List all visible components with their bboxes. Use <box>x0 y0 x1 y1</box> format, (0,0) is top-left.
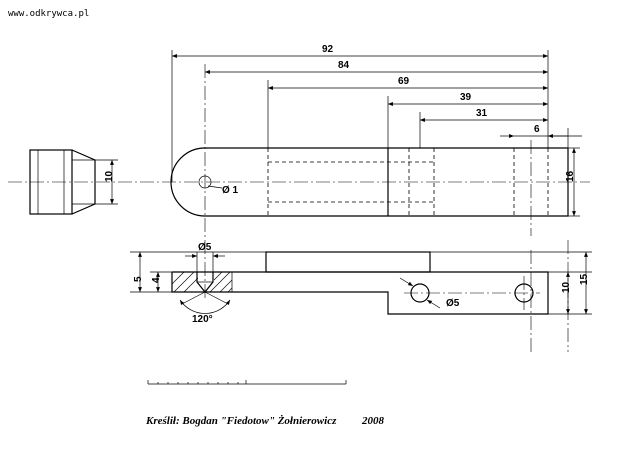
dim-phi1: Ø 1 <box>222 185 239 196</box>
dim-92: 92 <box>322 44 334 55</box>
horizontal-dimensions: 92 84 69 39 31 6 <box>171 44 582 300</box>
top-view-bar: Ø 1 16 <box>170 140 580 236</box>
dim-5: 5 <box>133 276 144 282</box>
bar-outline <box>170 147 569 217</box>
nozzle-cone <box>71 149 96 215</box>
upper-block <box>265 251 431 273</box>
dim-phi5-top: Ø5 <box>198 242 212 253</box>
dim-10-left: 10 <box>104 170 115 182</box>
dim-31: 31 <box>476 108 488 119</box>
author-signature: Kreślił: Bogdan "Fiedotow" Żołnierowicz <box>145 415 337 427</box>
hatching <box>171 271 233 293</box>
dim-4: 4 <box>151 277 162 283</box>
source-label: www.odkrywca.pl <box>8 9 89 19</box>
dim-6: 6 <box>534 124 540 135</box>
section-hatch-area <box>171 271 233 293</box>
scale-bar <box>147 380 347 385</box>
dim-120: 120° <box>192 314 213 325</box>
dim-39: 39 <box>460 92 472 103</box>
dim-16: 16 <box>565 170 576 182</box>
front-view: Ø5 120° 5 4 Ø5 10 15 <box>130 240 592 352</box>
dim-phi5-hole: Ø5 <box>446 298 460 309</box>
dim-84: 84 <box>338 60 350 71</box>
drawing-year: 2008 <box>361 415 385 427</box>
side-view-nozzle: 10 <box>29 149 118 215</box>
dim-10-right: 10 <box>561 281 572 293</box>
lower-plate <box>171 271 549 315</box>
dim-15: 15 <box>579 273 590 285</box>
dim-69: 69 <box>398 76 410 87</box>
